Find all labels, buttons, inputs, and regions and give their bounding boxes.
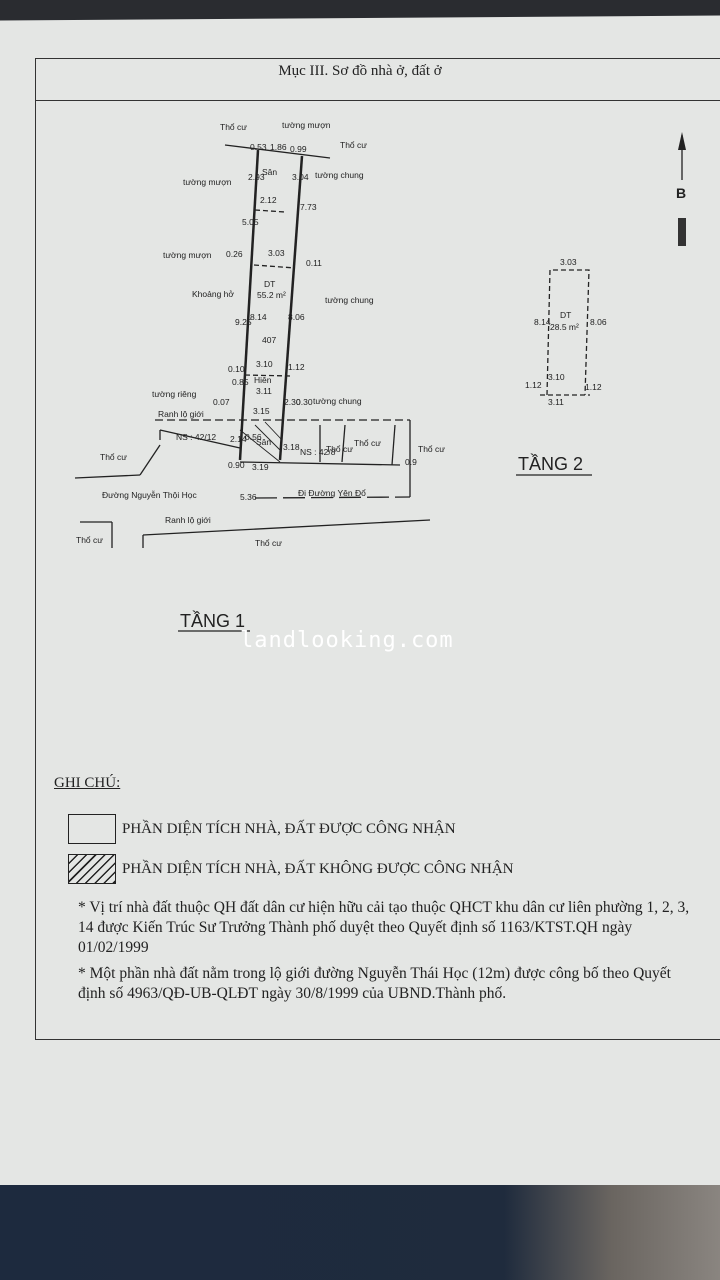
label: 3.15 [253,406,270,416]
label: 0.26 [226,249,243,259]
label: Thổ cư [326,444,353,454]
watermark: landlooking.com [240,628,454,653]
label: 9.25 [235,317,252,327]
label: Hiên [254,375,272,385]
label: 5.36 [240,492,257,502]
label: Thổ cư [340,140,367,150]
floor2-title: TẦNG 2 [518,453,583,474]
label: 2.12 [260,195,277,205]
label: DT [264,279,275,289]
label: 2.93 [248,172,265,182]
floor2-lines [540,269,590,396]
label: Thổ cư [76,535,103,545]
label: 0.9 [405,457,417,467]
label: 2.14 [230,434,247,444]
label: Khoảng hở [192,289,234,299]
label: tường chung [325,295,374,305]
empty-box-icon [68,814,116,844]
label: 1.12 [525,380,542,390]
label: tường riêng [152,389,197,399]
label: 1.86 [270,142,287,152]
label: 0.56 [245,432,262,442]
label: 0.11 [306,258,322,268]
legend-item-recognized: PHẦN DIỆN TÍCH NHÀ, ĐẤT ĐƯỢC CÔNG NHẬN [68,814,700,844]
label: 3.11 [256,386,272,396]
label: 0.10 [228,364,245,374]
label: Sân [256,437,271,447]
label: 3.10 [548,372,565,382]
label: Ranh lộ giới [158,409,204,419]
legend-item-unrecognized: PHẦN DIỆN TÍCH NHÀ, ĐẤT KHÔNG ĐƯỢC CÔNG … [68,854,700,884]
north-arrow-icon: B [676,132,686,246]
label: 8.14 [534,317,551,327]
street-label: Đi Đường Yên Đổ [298,488,366,498]
floor1-title: TẦNG 1 [180,610,245,631]
label: Sân [262,167,277,177]
label: NS : 42/8 [300,447,336,457]
label: 0.07 [213,397,230,407]
label: 0.53 [250,142,267,152]
label: 28.5 m² [550,322,579,332]
label: 0.99 [290,144,307,154]
label: 8.06 [288,312,305,322]
label: 55.2 m² [257,290,286,300]
label: Ranh lộ giới [165,515,211,525]
table-surface [0,1185,720,1280]
street-label: Đường Nguyễn Thội Học [102,490,197,500]
label: tường mượn [163,250,212,260]
label: Thổ cư [220,122,247,132]
label: 0.30 [296,397,313,407]
label: 3.18 [283,442,300,452]
label: 3.03 [560,257,577,267]
site-plan-diagram: Thổ cư tường mượn Thổ cư 0.53 1.86 0.99 … [74,120,686,632]
label: 407 [262,335,276,345]
label: 7.73 [300,202,317,212]
page-frame [35,58,720,1040]
note-item: * Một phần nhà đất nằm trong lộ giới đườ… [78,965,671,1002]
section-title: Mục III. Sơ đồ nhà ở, đất ở [278,63,442,79]
legend-label: PHẦN DIỆN TÍCH NHÀ, ĐẤT ĐƯỢC CÔNG NHẬN [122,820,456,837]
floor1-lines [74,144,431,548]
label: NS : 42/12 [176,432,216,442]
label: tường chung [315,170,364,180]
label: Thổ cư [255,538,282,548]
label: DT [560,310,571,320]
label: 3.19 [252,462,269,472]
label: 2.30 [284,397,301,407]
label: 3.03 [268,248,285,258]
label: 1.12 [585,382,602,392]
label: 8.14 [250,312,267,322]
label: tường mượn [282,120,331,130]
label: 8.06 [590,317,607,327]
hatched-box-icon [68,854,116,884]
label: 3.11 [548,397,564,407]
label: tường mượn [183,177,232,187]
header-divider [35,100,720,101]
label: 5.05 [242,217,259,227]
label: 3.04 [292,172,309,182]
label: 3.10 [256,359,273,369]
notes-section: GHI CHÚ: PHẦN DIỆN TÍCH NHÀ, ĐẤT ĐƯỢC CÔ… [40,775,700,1004]
label: Thổ cư [418,444,445,454]
label: 0.85 [232,377,249,387]
label: tường chung [313,396,362,406]
label: Thổ cư [100,452,127,462]
label: Thổ cư [354,438,381,448]
svg-text:B: B [676,185,686,201]
label: 1.12 [288,362,305,372]
label: 0.90 [228,460,245,470]
note-item: * Vị trí nhà đất thuộc QH đất dân cư hiệ… [78,899,690,956]
legend-label: PHẦN DIỆN TÍCH NHÀ, ĐẤT KHÔNG ĐƯỢC CÔNG … [122,860,514,877]
notes-heading: GHI CHÚ: [54,775,121,791]
